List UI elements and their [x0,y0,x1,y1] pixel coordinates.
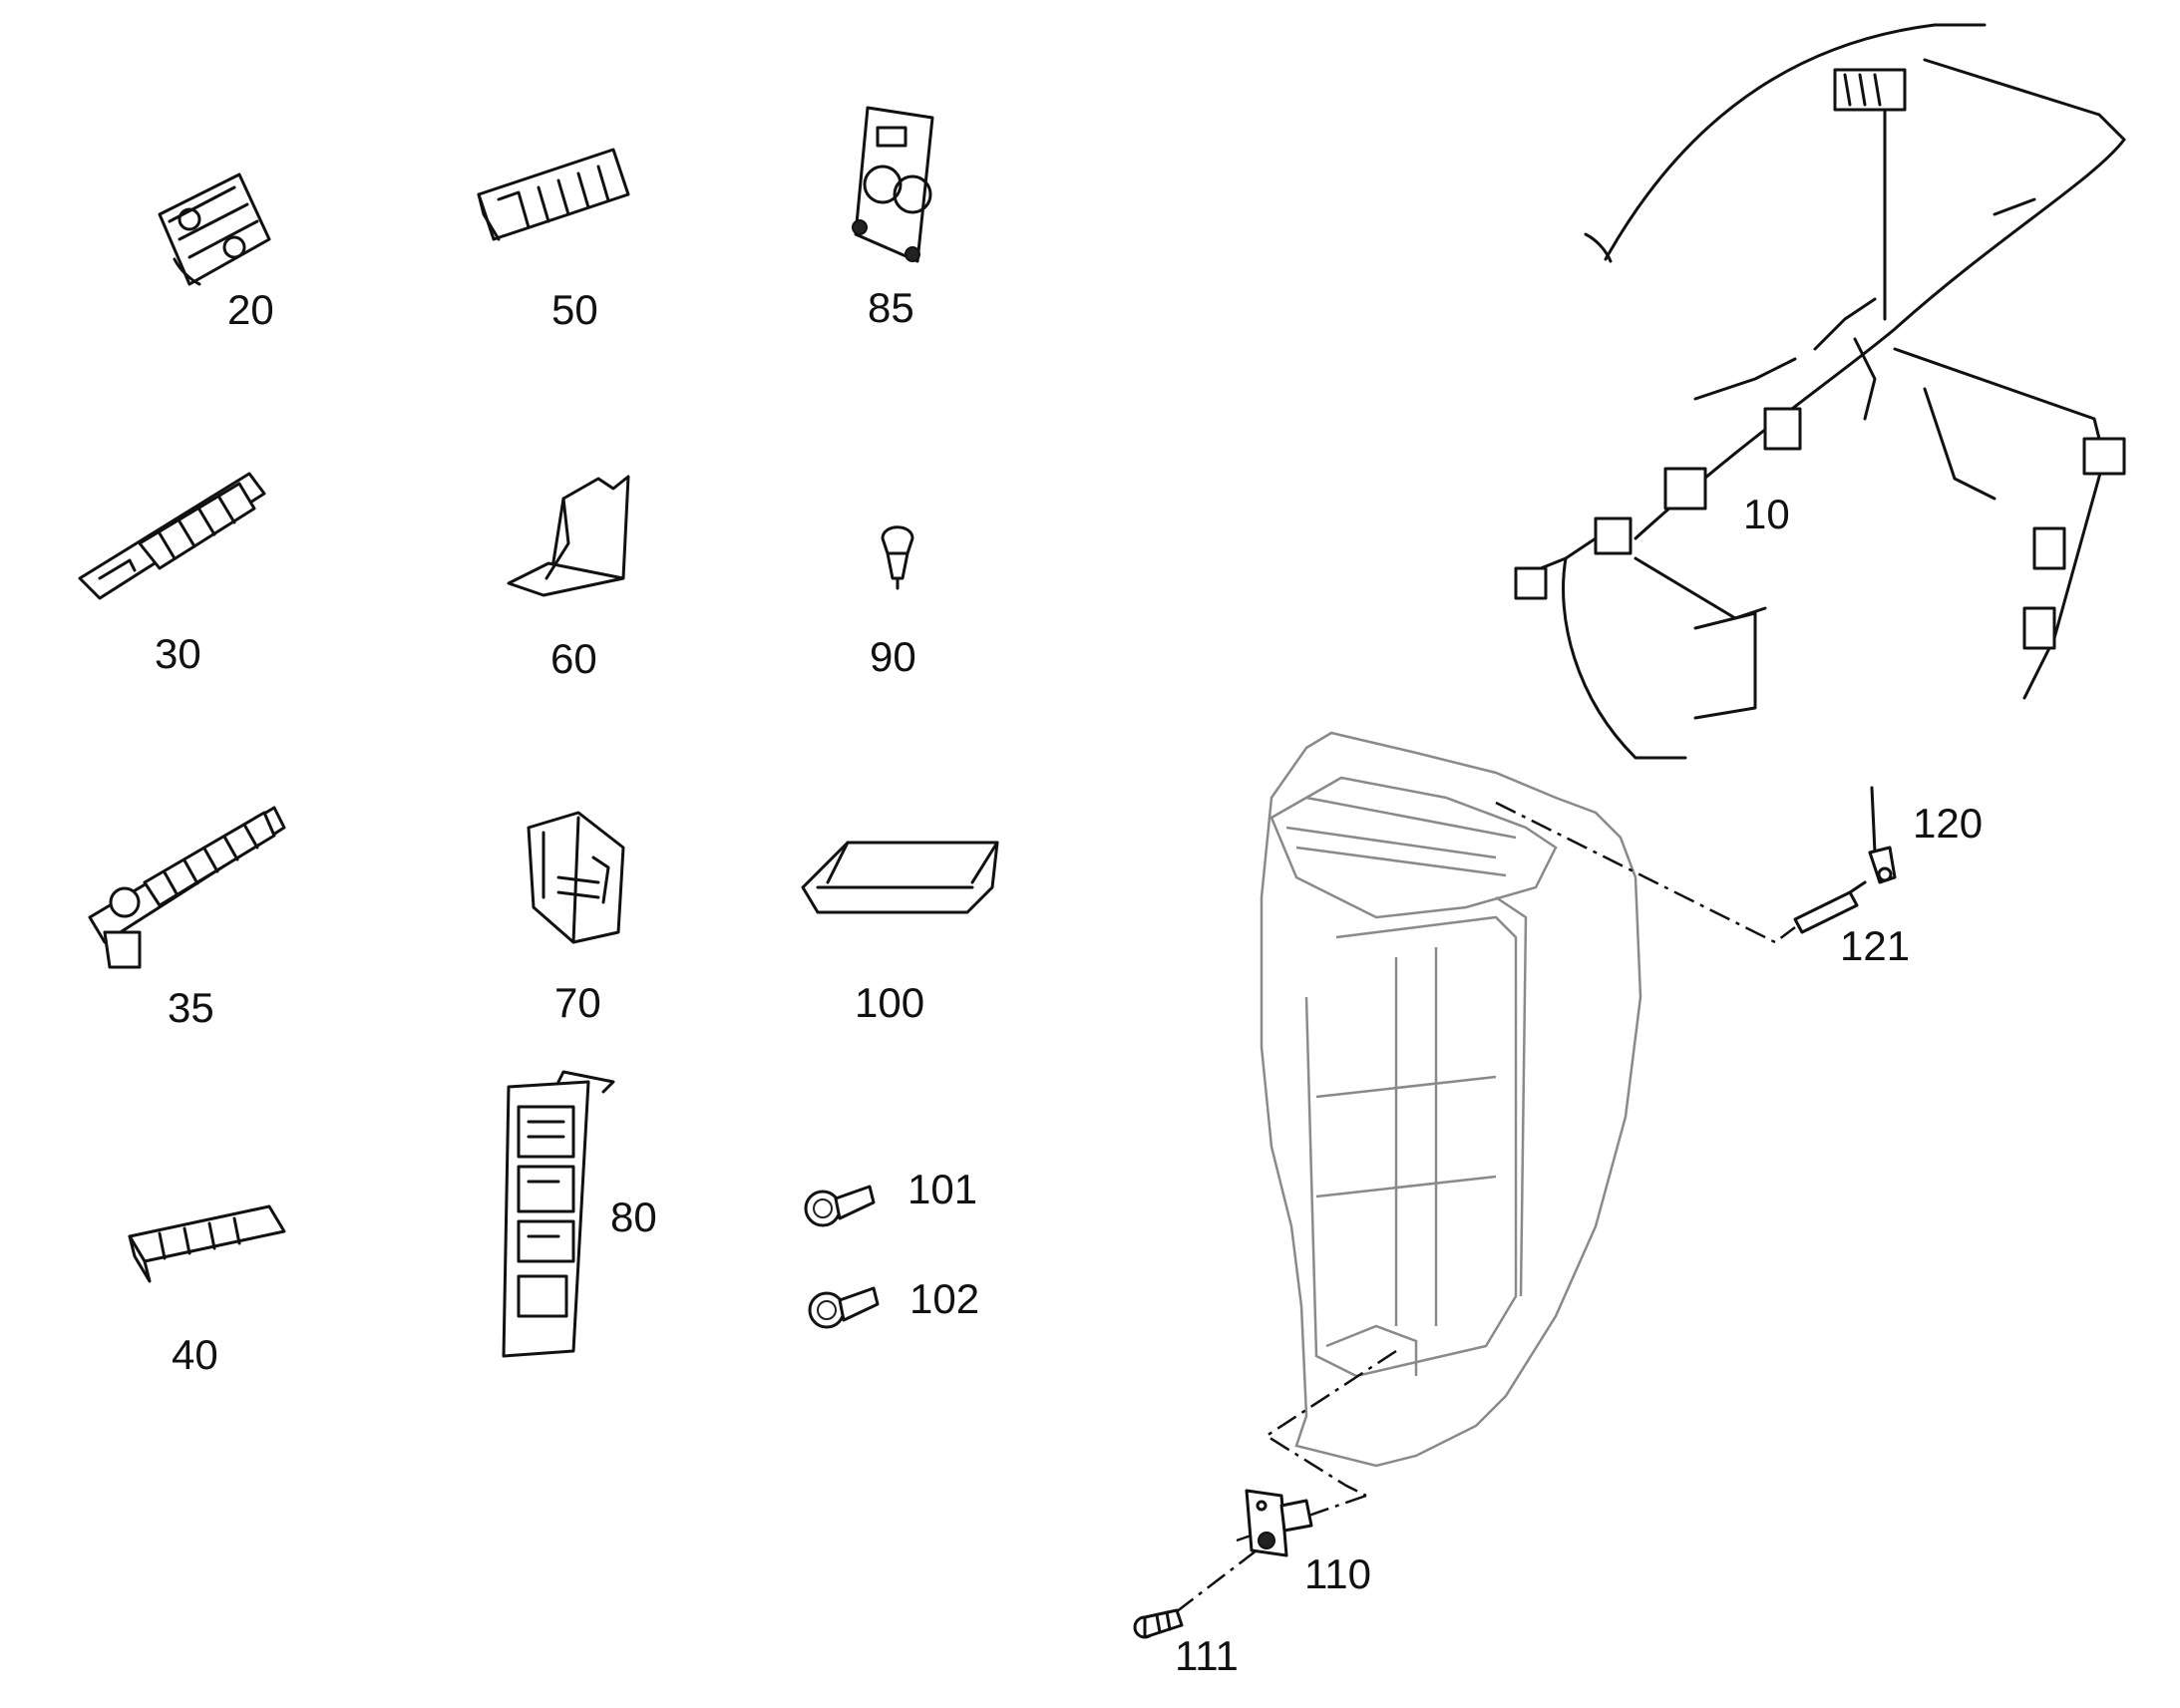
part-label-70: 70 [554,979,601,1026]
part-label-111: 111 [1175,1632,1239,1679]
screw-icon [1133,1608,1184,1639]
fuse-relay-board-icon [502,1070,615,1358]
part-label-30: 30 [155,630,201,677]
part-label-20: 20 [227,286,274,333]
push-button-icon [881,525,914,590]
part-label-90: 90 [870,633,916,680]
part-label-50: 50 [551,286,598,333]
part-label-35: 35 [168,984,214,1031]
bulb-icon [804,1185,876,1227]
door-contact-switch-icon [1245,1489,1313,1557]
part-label-110: 110 [1304,1550,1371,1597]
switch-panel-icon [78,472,266,600]
switch-with-knob-icon [88,806,286,969]
part-label-60: 60 [550,635,597,682]
relay-socket-icon [158,172,271,286]
cab-frame-icon [1260,731,1642,1468]
part-label-85: 85 [868,284,914,331]
fuse-block-icon [477,148,630,241]
cover-icon [507,475,630,597]
connector-housing-icon [527,811,625,944]
pin-icon [1793,880,1867,934]
part-label-102: 102 [909,1275,980,1322]
lamp-housing-icon [128,1204,286,1283]
part-label-80: 80 [610,1194,657,1240]
mounting-plate-icon [852,106,934,263]
part-label-10: 10 [1743,491,1790,537]
sensor-rod-icon [1868,786,1897,884]
bulb-icon [808,1286,880,1329]
part-label-120: 120 [1913,800,1984,847]
part-label-40: 40 [172,1331,218,1378]
part-label-100: 100 [855,979,925,1026]
leader-lines [1171,801,1796,1616]
part-label-121: 121 [1840,922,1911,969]
part-label-101: 101 [908,1166,978,1212]
lamp-housing-icon [801,841,999,914]
wiring-harness-icon [1514,23,2126,760]
